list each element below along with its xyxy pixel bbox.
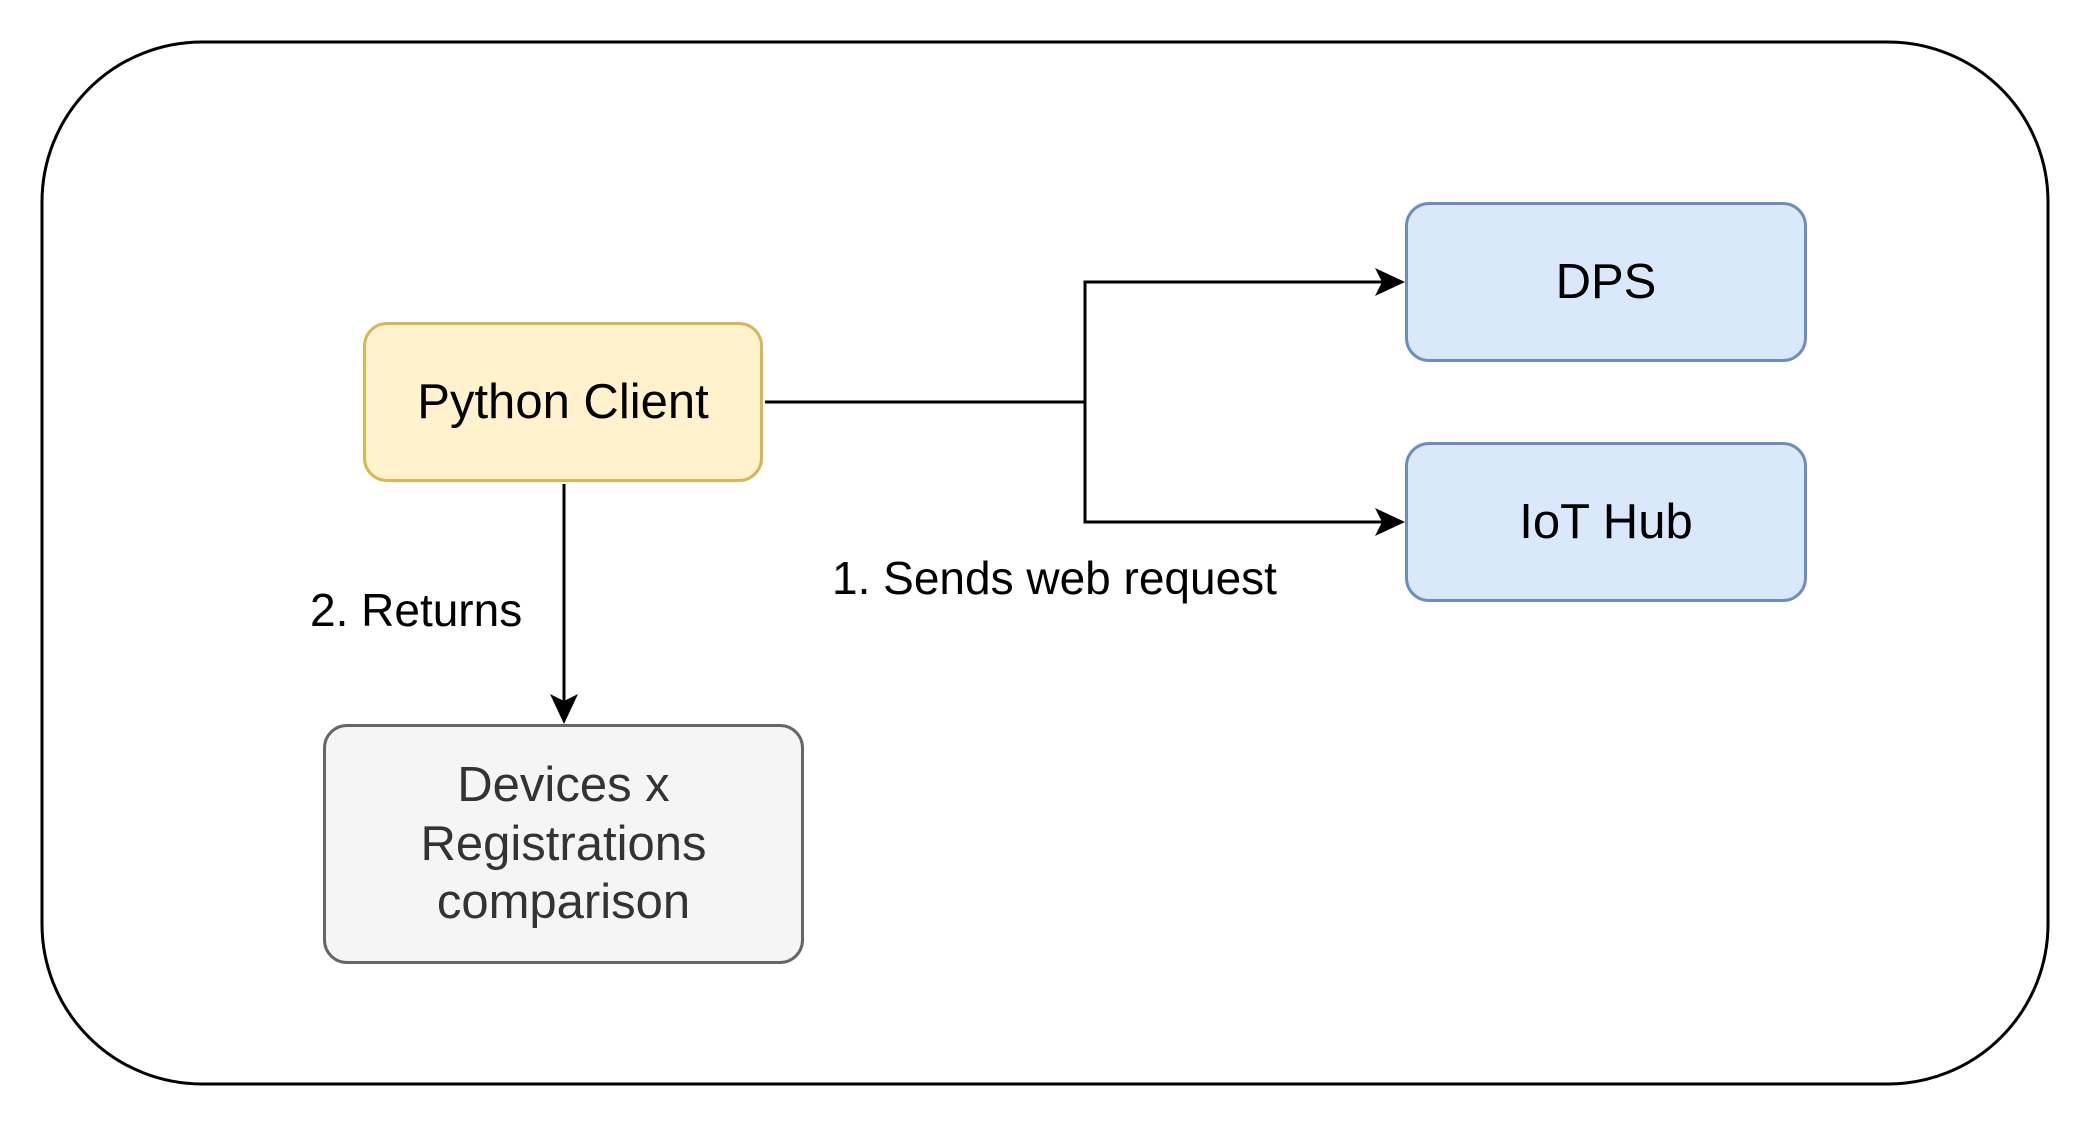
arrowhead-iothub [1375,508,1405,536]
devices-comparison-node[interactable]: Devices x Registrations comparison [323,724,804,964]
dps-node[interactable]: DPS [1405,202,1807,362]
connector-python-to-iothub [1083,402,1392,524]
returns-edge-label: 2. Returns [310,583,523,637]
arrowhead-devices [550,694,578,724]
python-client-label: Python Client [417,374,709,429]
python-client-node[interactable]: Python Client [363,322,763,482]
devices-comparison-label: Devices x Registrations comparison [420,757,707,930]
iot-hub-node[interactable]: IoT Hub [1405,442,1807,602]
sends-request-edge-label: 1. Sends web request [832,551,1277,605]
iot-hub-label: IoT Hub [1519,494,1693,549]
connector-python-to-dps [765,280,1392,404]
dps-label: DPS [1555,254,1657,309]
arrowhead-dps [1375,268,1405,296]
